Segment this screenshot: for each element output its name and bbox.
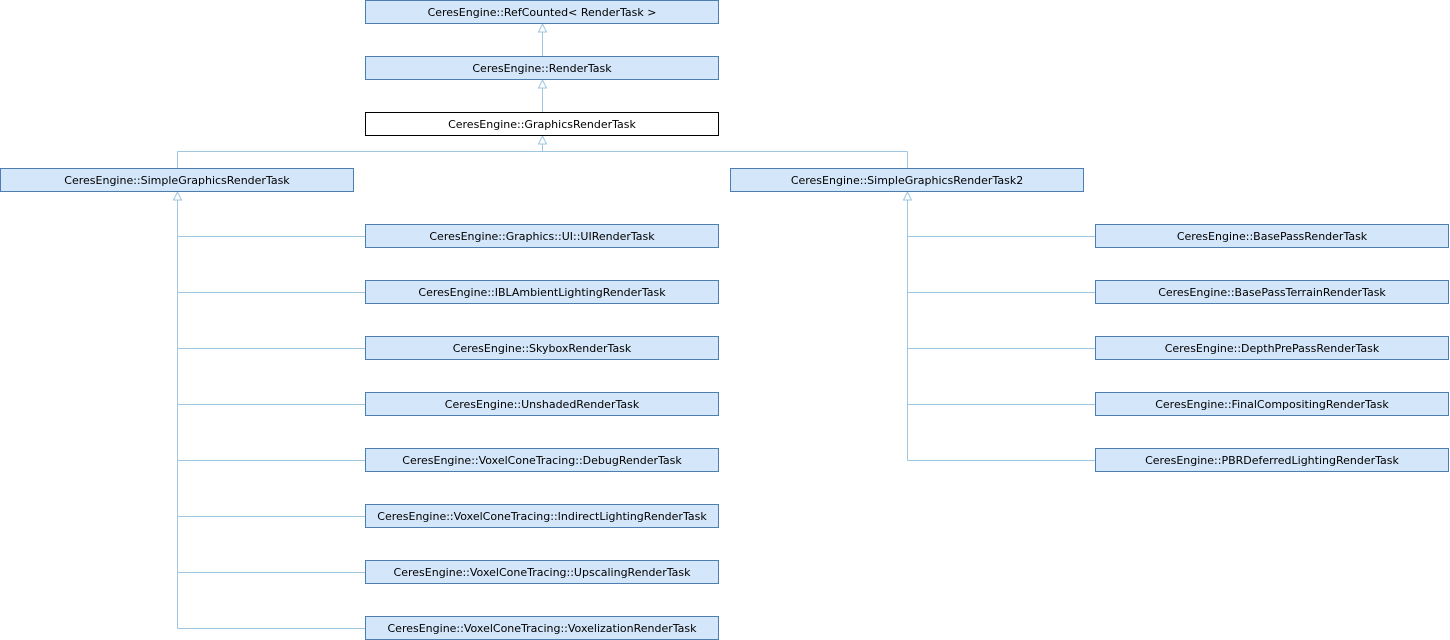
edge-arrowhead bbox=[902, 190, 913, 201]
node-skybox-render-task[interactable]: CeresEngine::SkyboxRenderTask bbox=[365, 336, 719, 360]
edge-arrowhead bbox=[537, 22, 548, 33]
node-refcounted-render-task[interactable]: CeresEngine::RefCounted< RenderTask > bbox=[365, 0, 719, 24]
node-vct-upscaling-render-task[interactable]: CeresEngine::VoxelConeTracing::Upscaling… bbox=[365, 560, 719, 584]
node-depth-pre-pass-render-task[interactable]: CeresEngine::DepthPrePassRenderTask bbox=[1095, 336, 1449, 360]
node-simple-graphics-render-task-2[interactable]: CeresEngine::SimpleGraphicsRenderTask2 bbox=[730, 168, 1084, 192]
node-vct-voxelization-render-task[interactable]: CeresEngine::VoxelConeTracing::Voxelizat… bbox=[365, 616, 719, 640]
node-render-task[interactable]: CeresEngine::RenderTask bbox=[365, 56, 719, 80]
node-ibl-ambient-lighting-render-task[interactable]: CeresEngine::IBLAmbientLightingRenderTas… bbox=[365, 280, 719, 304]
node-graphics-render-task: CeresEngine::GraphicsRenderTask bbox=[365, 112, 719, 136]
node-vct-debug-render-task[interactable]: CeresEngine::VoxelConeTracing::DebugRend… bbox=[365, 448, 719, 472]
edge-arrowhead bbox=[537, 134, 548, 145]
node-ui-render-task[interactable]: CeresEngine::Graphics::UI::UIRenderTask bbox=[365, 224, 719, 248]
node-simple-graphics-render-task[interactable]: CeresEngine::SimpleGraphicsRenderTask bbox=[0, 168, 354, 192]
edge-arrowhead bbox=[537, 78, 548, 89]
node-pbr-deferred-lighting-render-task[interactable]: CeresEngine::PBRDeferredLightingRenderTa… bbox=[1095, 448, 1449, 472]
node-base-pass-terrain-render-task[interactable]: CeresEngine::BasePassTerrainRenderTask bbox=[1095, 280, 1449, 304]
edge-arrowhead bbox=[172, 190, 183, 201]
node-base-pass-render-task[interactable]: CeresEngine::BasePassRenderTask bbox=[1095, 224, 1449, 248]
node-vct-indirect-lighting-render-task[interactable]: CeresEngine::VoxelConeTracing::IndirectL… bbox=[365, 504, 719, 528]
node-final-compositing-render-task[interactable]: CeresEngine::FinalCompositingRenderTask bbox=[1095, 392, 1449, 416]
node-unshaded-render-task[interactable]: CeresEngine::UnshadedRenderTask bbox=[365, 392, 719, 416]
